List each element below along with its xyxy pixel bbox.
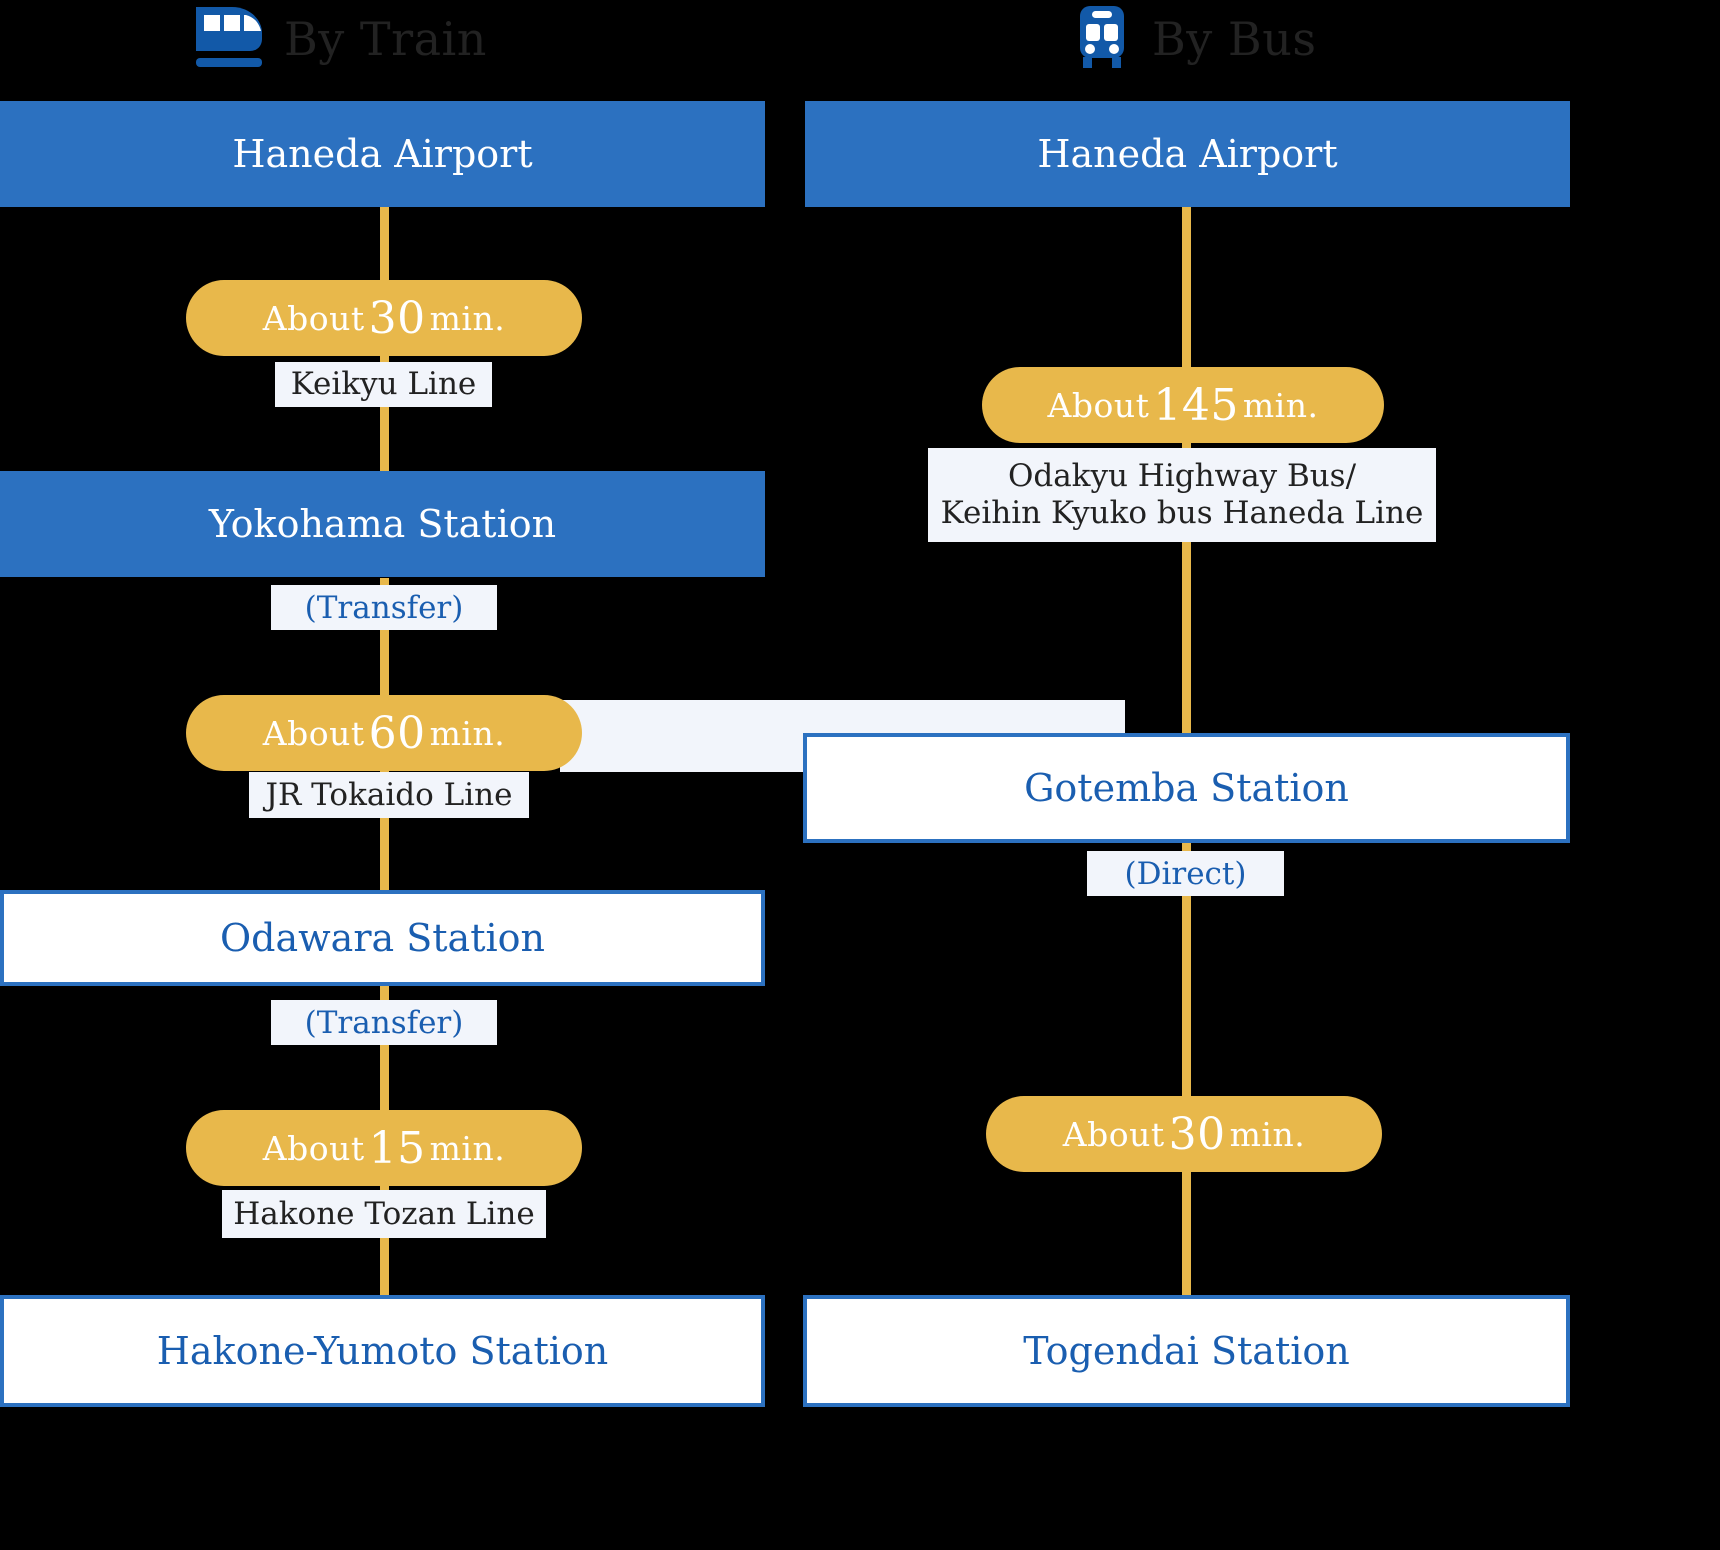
duration-value: 15 [368, 1122, 426, 1174]
line-label-hakone-tozan: Hakone Tozan Line [222, 1190, 546, 1238]
connector-bus-3 [1182, 840, 1191, 1115]
connector-train-1 [380, 205, 389, 295]
column-title-bus: By Bus [1152, 12, 1317, 66]
duration-prefix: About [262, 1128, 365, 1168]
duration-suffix: min. [429, 713, 506, 753]
duration-value: 30 [368, 292, 426, 344]
duration-badge-odakyu-bus: About 145 min. [982, 367, 1384, 443]
station-label: Odawara Station [220, 916, 545, 960]
duration-suffix: min. [429, 298, 506, 338]
line-name-part-2: Keihin Kyuko bus Haneda Line [940, 495, 1424, 531]
line-name: Hakone Tozan Line [233, 1195, 535, 1232]
column-header-train: By Train [190, 2, 487, 76]
duration-badge-jr-tokaido: About 60 min. [186, 695, 582, 771]
connector-train-5 [380, 980, 389, 1110]
connector-train-6 [380, 1185, 389, 1295]
line-label-odakyu-bus: Odakyu Highway Bus/ Keihin Kyuko bus Han… [928, 448, 1436, 542]
duration-value: 145 [1153, 379, 1239, 431]
note-label: (Transfer) [304, 1004, 464, 1041]
duration-suffix: min. [1229, 1114, 1306, 1154]
line-label-keikyu: Keikyu Line [275, 362, 492, 407]
column-header-bus: By Bus [1070, 2, 1316, 76]
station-haneda-airport-bus[interactable]: Haneda Airport [805, 101, 1570, 207]
duration-prefix: About [1062, 1114, 1165, 1154]
station-label: Haneda Airport [232, 132, 533, 176]
note-transfer-odawara: (Transfer) [271, 1000, 497, 1045]
station-haneda-airport-train[interactable]: Haneda Airport [0, 101, 765, 207]
line-name: Keikyu Line [290, 366, 477, 403]
duration-value: 30 [1168, 1108, 1226, 1160]
transit-route-diagram: By Train By Bus Haneda Airport [0, 2, 1570, 1407]
connector-train-3 [380, 578, 389, 713]
duration-prefix: About [1047, 385, 1150, 425]
line-name-part-1: Odakyu Highway Bus/ [1007, 458, 1357, 495]
station-yokohama[interactable]: Yokohama Station [0, 471, 765, 577]
bus-icon [1070, 5, 1134, 73]
note-label: (Transfer) [304, 589, 464, 626]
connector-bus-4 [1182, 1170, 1191, 1295]
line-label-jr-tokaido: JR Tokaido Line [249, 772, 529, 818]
connector-bus-1 [1182, 205, 1191, 380]
station-label: Togendai Station [1023, 1329, 1350, 1373]
station-hakone-yumoto[interactable]: Hakone-Yumoto Station [0, 1295, 765, 1407]
note-direct-gotemba: (Direct) [1087, 851, 1284, 896]
station-label: Haneda Airport [1037, 132, 1338, 176]
duration-prefix: About [262, 298, 365, 338]
station-togendai[interactable]: Togendai Station [803, 1295, 1570, 1407]
station-label: Yokohama Station [208, 502, 557, 546]
station-label: Hakone-Yumoto Station [156, 1329, 609, 1373]
connector-train-2 [380, 355, 389, 475]
duration-badge-gotemba-togendai: About 30 min. [986, 1096, 1382, 1172]
line-name: JR Tokaido Line [265, 776, 513, 813]
connector-train-4 [380, 768, 389, 893]
duration-prefix: About [262, 713, 365, 753]
note-transfer-yokohama: (Transfer) [271, 585, 497, 630]
duration-suffix: min. [429, 1128, 506, 1168]
column-title-train: By Train [284, 12, 487, 66]
train-icon [190, 5, 266, 73]
station-gotemba[interactable]: Gotemba Station [803, 733, 1570, 843]
connector-bus-2 [1182, 440, 1191, 740]
note-label: (Direct) [1124, 855, 1247, 892]
station-odawara[interactable]: Odawara Station [0, 890, 765, 986]
duration-badge-keikyu: About 30 min. [186, 280, 582, 356]
duration-suffix: min. [1242, 385, 1319, 425]
duration-badge-hakone-tozan: About 15 min. [186, 1110, 582, 1186]
station-label: Gotemba Station [1024, 766, 1349, 810]
duration-value: 60 [368, 707, 426, 759]
